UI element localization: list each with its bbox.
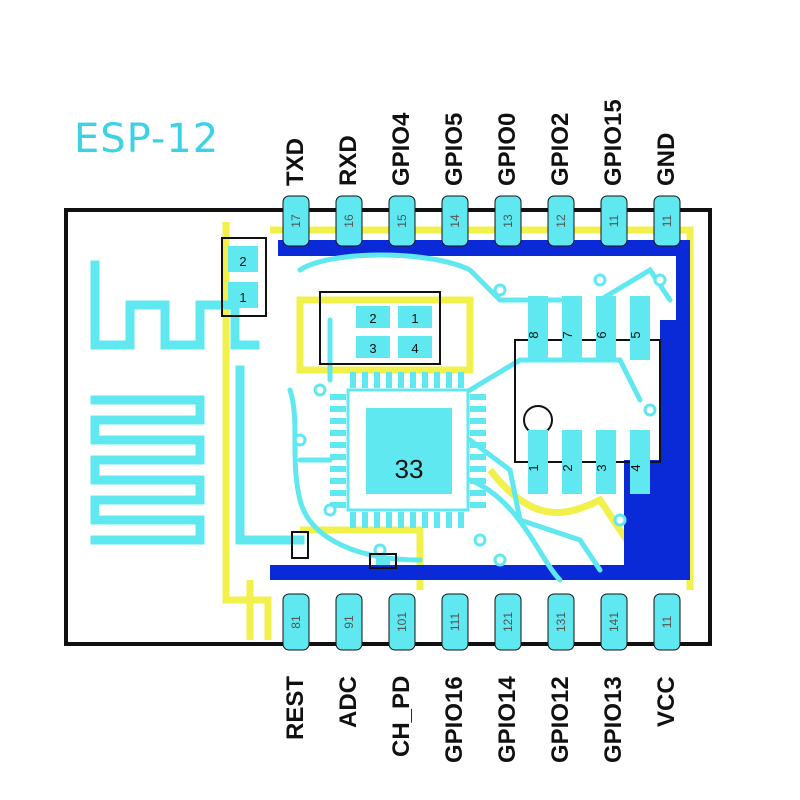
pin-number: 15 (395, 214, 409, 228)
flash-pad-label: 1 (526, 464, 541, 471)
flash-chip: 8 7 6 5 1 2 3 4 (514, 296, 661, 494)
pin-number: 11 (660, 214, 674, 227)
pin-pad: 111 (441, 593, 469, 651)
pin-name-label: GPIO15 (600, 99, 627, 186)
pin-name-label: GPIO14 (494, 676, 521, 763)
pin-pad-shape (653, 195, 681, 247)
small-pad-label: 4 (411, 341, 418, 356)
top-pin-row: 17 16 15 14 13 12 11 11 (282, 195, 681, 247)
pin-name-label: GPIO4 (388, 112, 415, 186)
pin-name-label: GND (653, 132, 680, 186)
pin-name-label: GPIO2 (547, 112, 574, 186)
pin-number: 141 (607, 612, 621, 632)
pin-number: 11 (607, 214, 621, 227)
pin-pad: 121 (494, 593, 522, 651)
pin-number: 91 (342, 615, 356, 629)
side-pad-label: 1 (239, 290, 246, 305)
pin-name-label: CH_PD (388, 675, 415, 757)
pin-pad: 11 (653, 593, 681, 651)
pin-pad: 17 (282, 195, 310, 247)
side-pad-label: 2 (239, 254, 246, 269)
flash-pad-label: 5 (628, 331, 643, 338)
pcb-antenna (90, 260, 305, 545)
pin-pad-shape (600, 195, 628, 247)
pin-pad-shape (494, 593, 522, 651)
small-pad-label: 2 (369, 311, 376, 326)
pin-name-label: GPIO5 (441, 112, 468, 186)
pin-pad-shape (282, 195, 310, 247)
pin-pad-shape (441, 195, 469, 247)
flash-pad-label: 3 (594, 464, 609, 471)
pin-pad: 11 (600, 195, 628, 247)
pin-pad: 13 (494, 195, 522, 247)
pin-number: 11 (660, 615, 674, 628)
flash-pad-label: 7 (560, 331, 575, 338)
side-component: 2 1 (221, 237, 267, 317)
pin-pad: 101 (388, 593, 416, 651)
crystal-component: 2 1 3 4 (319, 291, 441, 365)
pin-number: 16 (342, 214, 356, 228)
pin-pad-shape (335, 195, 363, 247)
module-title: ESP-12 (74, 116, 220, 162)
pin-pad-shape (600, 593, 628, 651)
pin-pad: 91 (335, 593, 363, 651)
pin-number: 12 (554, 214, 568, 228)
pin-number: 121 (501, 612, 515, 632)
pin-number: 13 (501, 214, 515, 228)
pin-number: 101 (395, 612, 409, 632)
flash-pad-label: 6 (594, 331, 609, 338)
pin-pad: 14 (441, 195, 469, 247)
pin-name-label: GPIO16 (441, 676, 468, 763)
pin-pad-shape (547, 593, 575, 651)
pin-number: 17 (289, 214, 303, 228)
pin-pad-shape (441, 593, 469, 651)
pin-name-label: REST (282, 675, 309, 740)
flash-pad-label: 4 (628, 464, 643, 471)
pin-pad-shape (282, 593, 310, 651)
vias (293, 273, 667, 567)
pin-pad: 15 (388, 195, 416, 247)
pin-number: 81 (289, 615, 303, 629)
pin-pad-shape (388, 593, 416, 651)
pin-pad: 11 (653, 195, 681, 247)
pin-number: 131 (554, 612, 568, 632)
pin-pad-shape (494, 195, 522, 247)
pin-name-label: GPIO13 (600, 676, 627, 763)
pin-number: 111 (448, 613, 462, 632)
flash-pad-label: 8 (526, 331, 541, 338)
small-pad-label: 3 (369, 341, 376, 356)
pin-name-label: GPIO0 (494, 112, 521, 186)
pin-pad-shape (335, 593, 363, 651)
pin-pad: 131 (547, 593, 575, 651)
flash-pad-label: 2 (560, 464, 575, 471)
pin-name-label: ADC (335, 676, 362, 728)
pin-pad: 141 (600, 593, 628, 651)
pin-name-label: TXD (282, 138, 309, 186)
main-chip: 33 (330, 372, 486, 528)
pin-pad: 12 (547, 195, 575, 247)
pin-name-label: RXD (335, 135, 362, 186)
pin-name-label: VCC (653, 676, 680, 727)
pin-pad-shape (547, 195, 575, 247)
pin-pad: 81 (282, 593, 310, 651)
pin-number: 14 (448, 214, 462, 228)
pin-pad-shape (653, 593, 681, 651)
small-components (291, 531, 397, 569)
chip-label: 33 (395, 454, 424, 484)
cyan-traces (287, 252, 673, 583)
pin-name-label: GPIO12 (547, 676, 574, 763)
bottom-pin-row: 81 91 101 111 121 131 141 11 (282, 593, 681, 651)
small-pad-label: 1 (411, 311, 418, 326)
pin-pad-shape (388, 195, 416, 247)
pin-pad: 16 (335, 195, 363, 247)
